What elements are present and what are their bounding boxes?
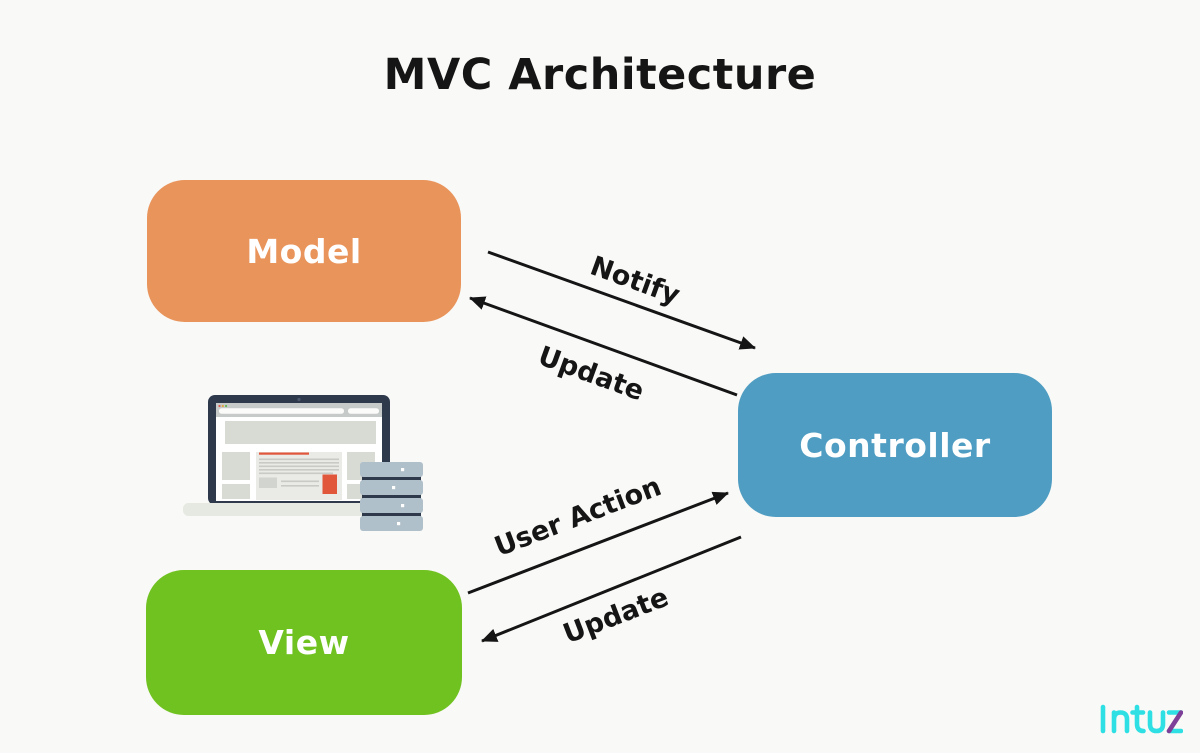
browser-address-bar: [219, 408, 344, 414]
page-left-block-1: [222, 452, 250, 480]
diagram-title: MVC Architecture: [383, 50, 817, 100]
logo-letter-z-diagonal: [1166, 710, 1183, 734]
node-model: Model: [147, 180, 461, 322]
browser-dot-yellow-icon: [221, 404, 224, 408]
article-thumb-block: [259, 477, 277, 488]
server-unit: [360, 480, 423, 495]
laptop-camera-icon: [297, 397, 301, 402]
intuz-logo: [1100, 704, 1183, 734]
article-text-line: [259, 462, 339, 464]
page-left-block-2: [222, 484, 250, 499]
article-text-line: [281, 480, 319, 483]
article-text-line: [259, 465, 339, 468]
node-view: View: [146, 570, 462, 715]
server-unit: [360, 498, 423, 513]
laptop-base: [183, 503, 412, 516]
article-text-line: [259, 458, 339, 461]
node-controller-label: Controller: [799, 425, 991, 465]
article-text-line: [259, 469, 339, 471]
server-led-icon: [397, 522, 401, 526]
article-text-line: [259, 472, 333, 475]
article-ad-block: [322, 474, 337, 494]
server-led-icon: [401, 468, 405, 472]
laptop-server-illustration: [183, 395, 423, 531]
arrow-update-to-view: [481, 535, 742, 643]
node-view-label: View: [258, 623, 350, 662]
logo-letter-n: [1111, 710, 1130, 734]
node-controller: Controller: [738, 373, 1052, 517]
arrow-user-action: [467, 491, 729, 595]
logo-letter-t: [1130, 704, 1146, 734]
browser-dot-green-icon: [225, 404, 228, 408]
arrow-notify: [487, 250, 756, 350]
server-led-icon: [401, 504, 405, 508]
server-unit: [360, 516, 423, 531]
node-model-label: Model: [246, 231, 362, 271]
server-unit: [360, 462, 423, 477]
page-banner: [225, 421, 376, 444]
browser-side-bar: [348, 408, 379, 414]
browser-dot-red-icon: [218, 404, 221, 408]
logo-letter-u: [1147, 710, 1166, 734]
server-led-icon: [392, 486, 396, 490]
arrow-update-to-model: [469, 296, 738, 397]
article-heading-line: [259, 452, 309, 455]
article-text-line: [281, 485, 319, 487]
